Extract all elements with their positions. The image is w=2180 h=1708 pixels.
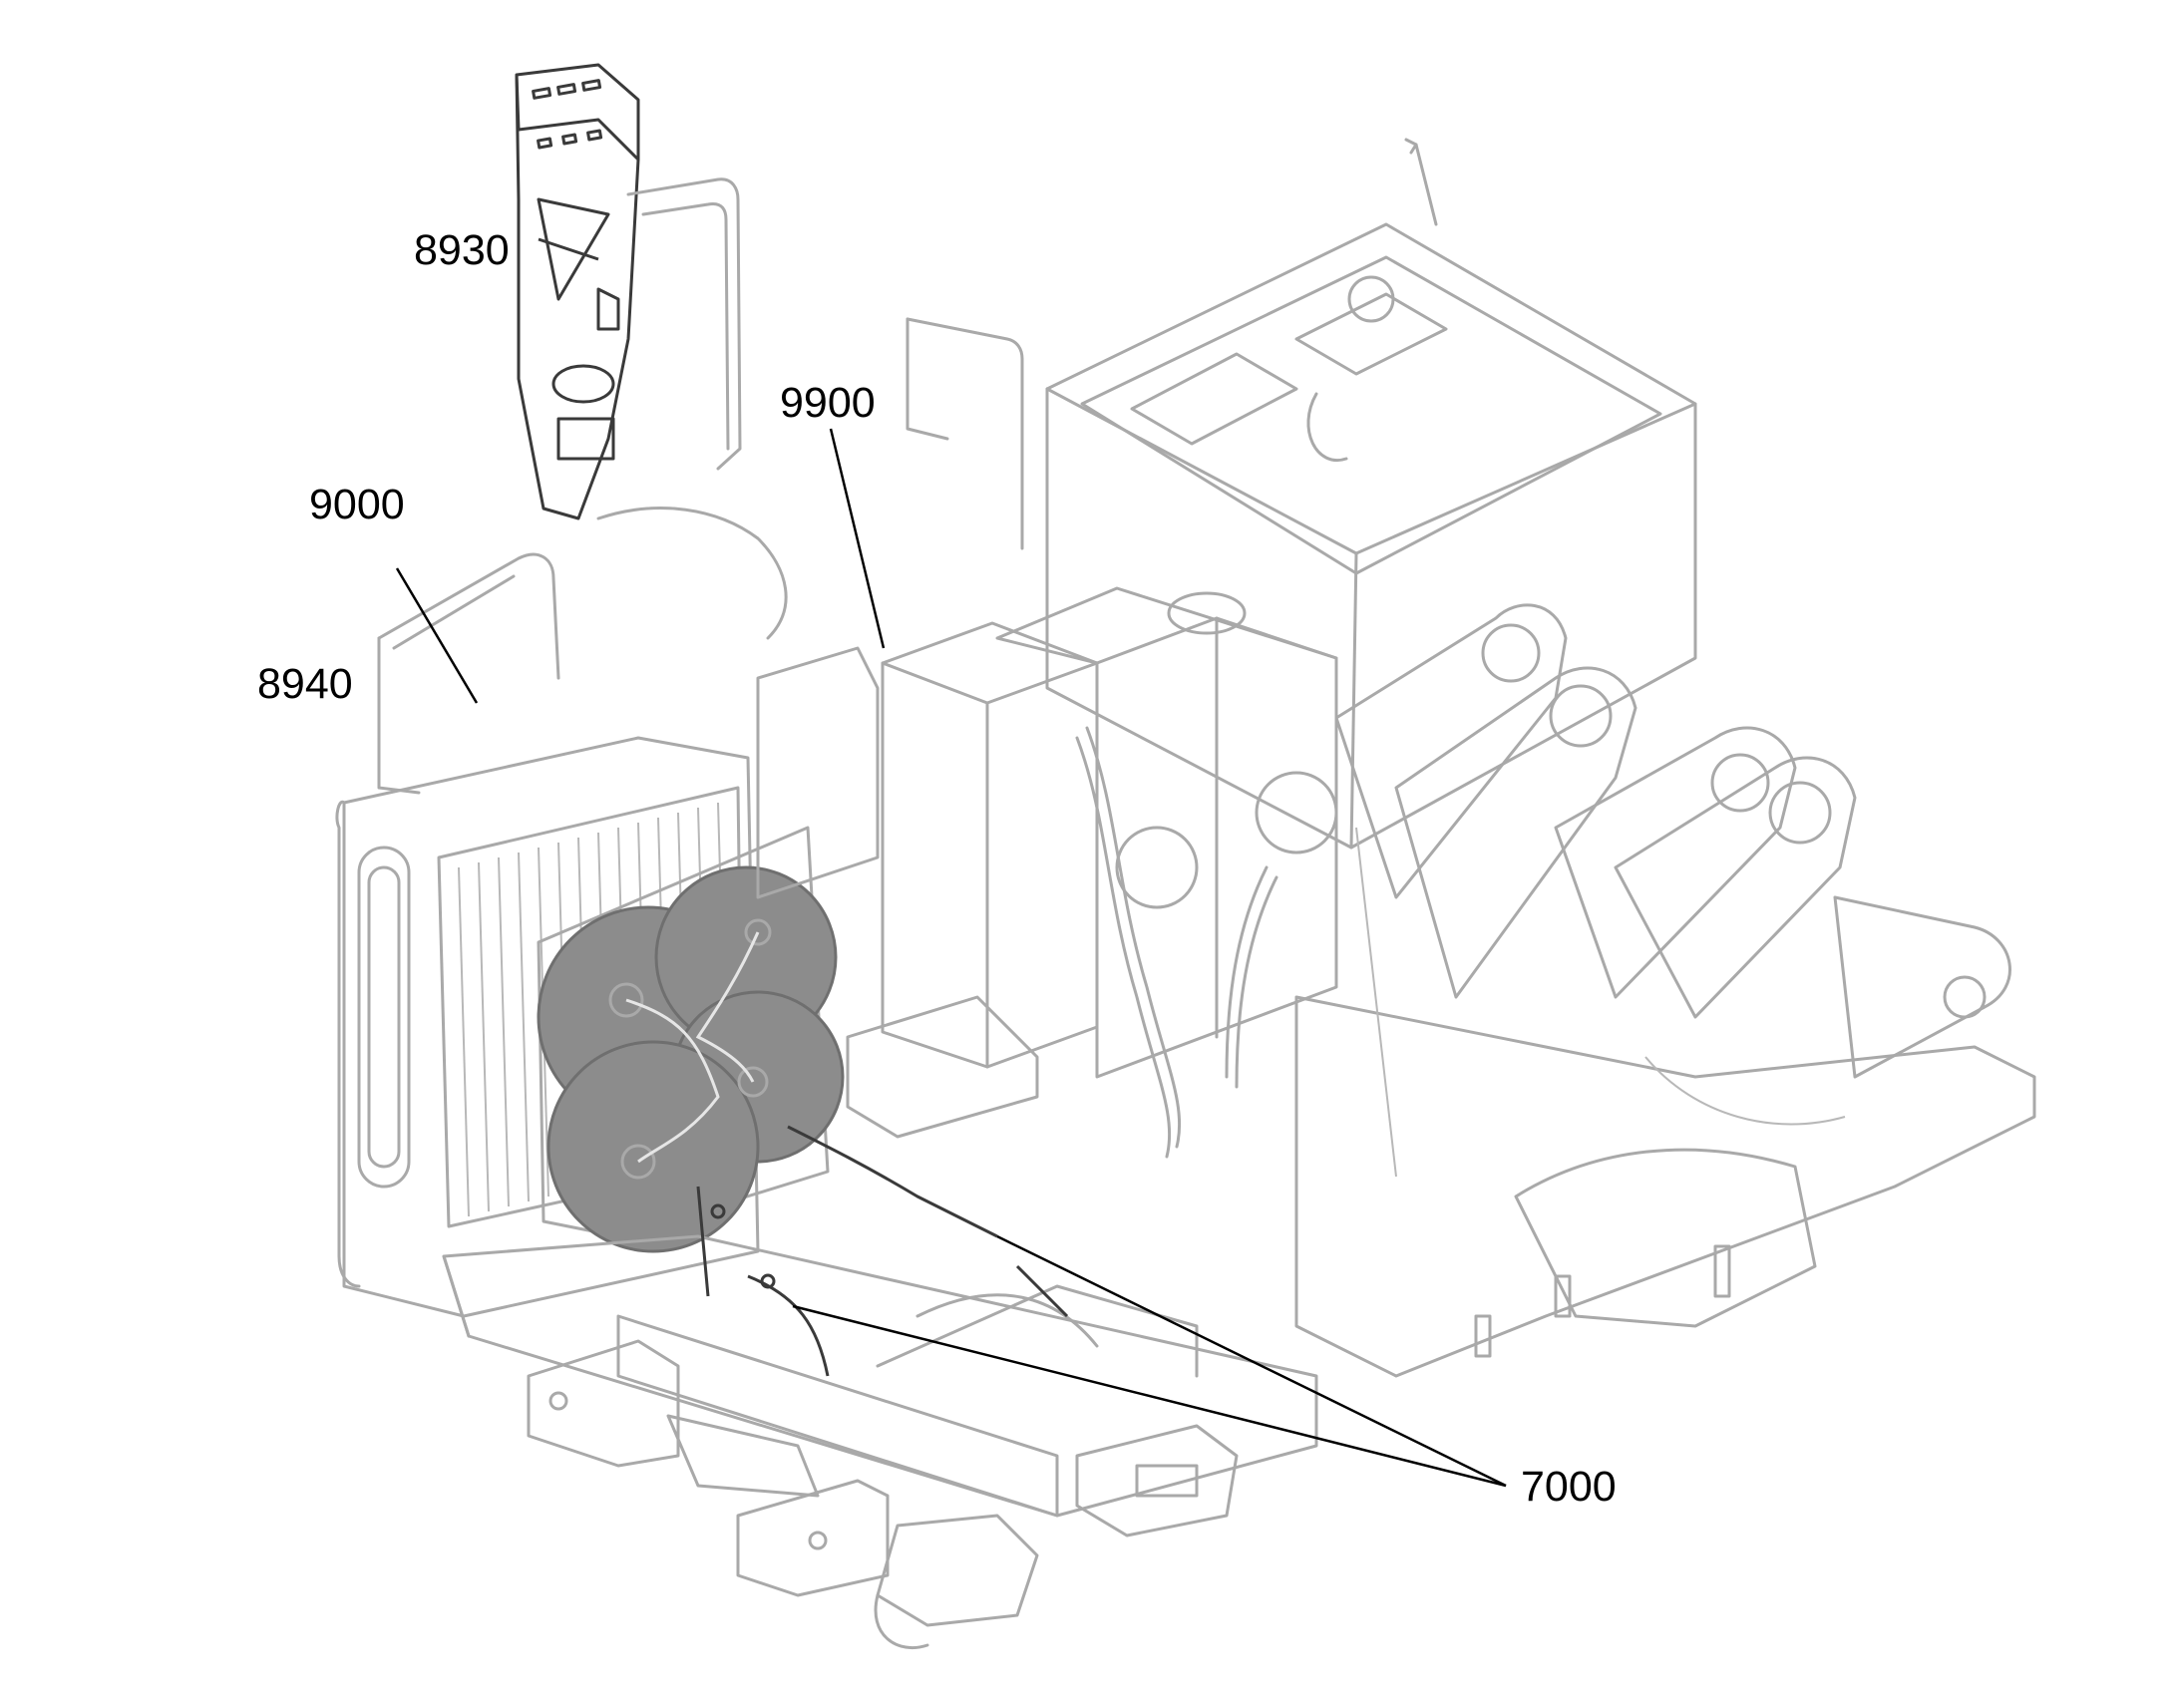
callout-9000: 9000 xyxy=(309,481,405,528)
handrails xyxy=(377,177,1024,795)
leader-9900 xyxy=(829,428,886,649)
callout-8930: 8930 xyxy=(414,226,510,274)
callout-7000: 7000 xyxy=(1521,1463,1617,1511)
front-chassis xyxy=(442,1234,1318,1650)
center-module xyxy=(756,586,1338,1159)
ladder-slots xyxy=(532,79,603,150)
fan-assembly xyxy=(537,865,845,1253)
rear-frame xyxy=(1045,138,2036,1378)
callout-labels: 8930 9900 9000 8940 7000 xyxy=(257,226,1617,1511)
leader-9000 xyxy=(395,567,479,704)
fan-disc xyxy=(546,1040,760,1253)
callout-8940: 8940 xyxy=(257,660,353,708)
leader-7000-b xyxy=(996,1234,1507,1488)
leader-7000-a xyxy=(792,1304,1507,1488)
access-ladder xyxy=(515,63,640,520)
callout-9900: 9900 xyxy=(780,379,876,427)
leader-lines xyxy=(395,428,1507,1488)
wiring-harness xyxy=(696,1125,1069,1377)
